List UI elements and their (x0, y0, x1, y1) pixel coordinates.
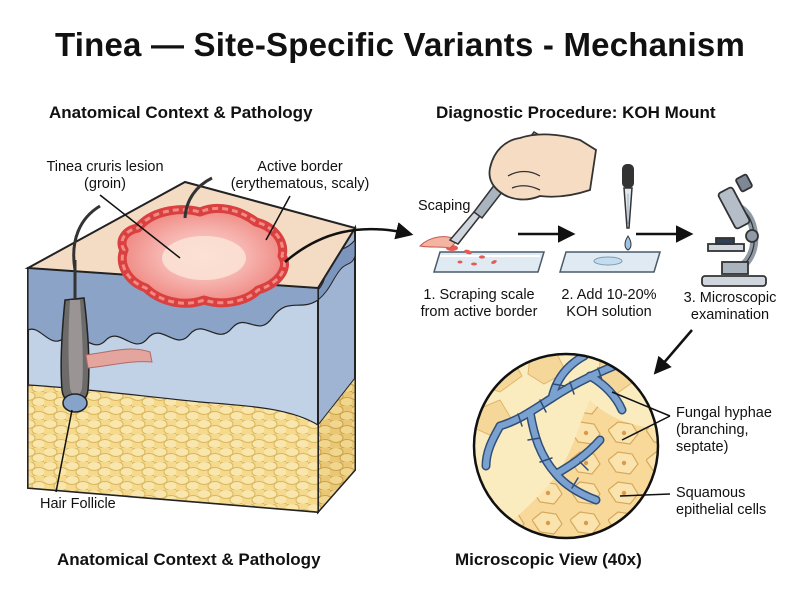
lesion-label: Tinea cruris lesion (groin) (46, 159, 164, 192)
glass-slide-icon (432, 251, 546, 273)
fungal-hyphae (481, 354, 627, 505)
lesion-leader (99, 194, 181, 259)
hair-follicle (60, 260, 153, 413)
dropper-icon (622, 164, 634, 251)
microscope-caption: Microscopic View (40x) (455, 550, 642, 569)
microscopic-view (472, 352, 660, 540)
active-border-label: Active border (erythematous, scaly) (230, 159, 370, 192)
step-1-label: 1. Scraping scale from active border (420, 287, 538, 320)
arrow-icon (284, 222, 414, 263)
right-panel-heading: Diagnostic Procedure: KOH Mount (436, 103, 716, 122)
hyphae-label: Fungal hyphae (branching, septate) (676, 405, 772, 455)
border-leader (265, 195, 291, 241)
epithelial-cells-label: Squamous epithelial cells (676, 485, 767, 518)
scraping-label: Scaping (418, 198, 471, 214)
skin-block (24, 176, 357, 515)
hand-icon (488, 133, 597, 201)
page-title: Tinea — Site-Specific Variants - Mechani… (54, 26, 746, 63)
cells-leader (619, 493, 671, 497)
hair-follicle-label: Hair Follicle (40, 496, 116, 512)
step-3-label: 3. Microscopic examination (683, 290, 777, 323)
arrow-icon (653, 329, 693, 375)
hyphae-leaders (611, 391, 671, 441)
step-2-label: 2. Add 10-20% KOH solution (561, 287, 657, 320)
left-panel-caption: Anatomical Context & Pathology (57, 550, 321, 569)
follicle-leader (55, 409, 73, 493)
microscope-icon (701, 173, 767, 287)
left-panel-heading: Anatomical Context & Pathology (49, 103, 313, 122)
glass-slide-icon (558, 251, 662, 273)
tinea-lesion (117, 203, 289, 308)
